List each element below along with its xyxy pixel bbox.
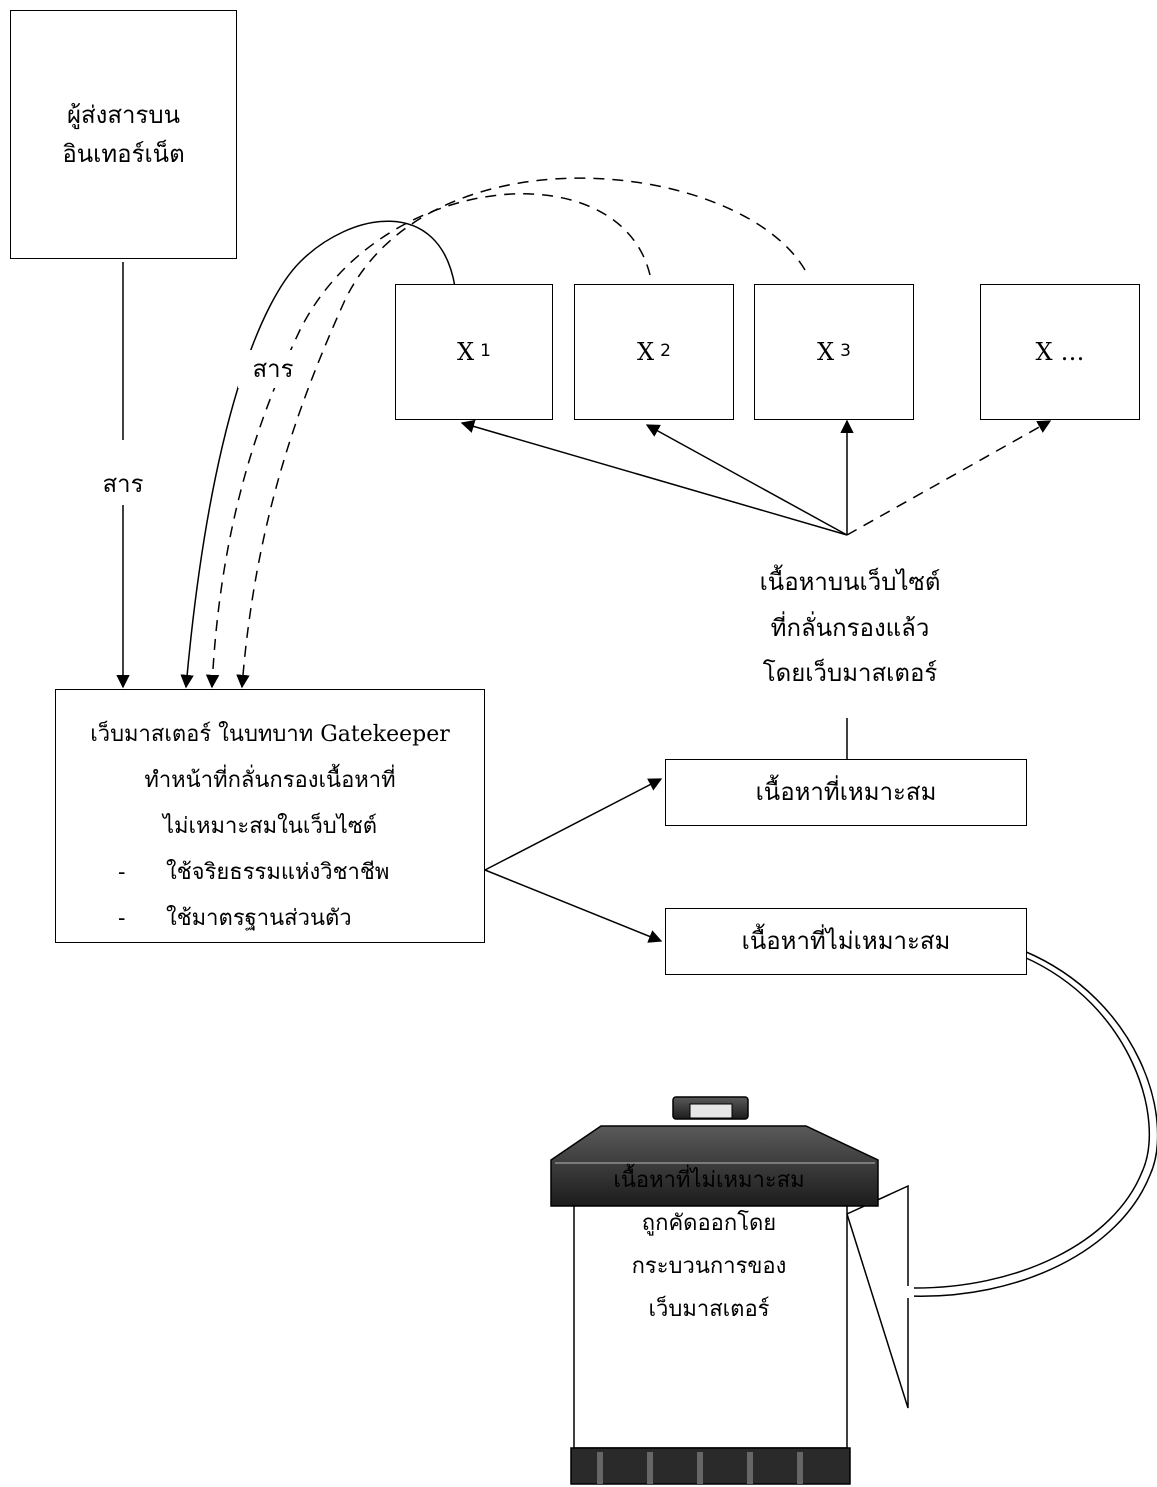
appropriate-content-box: เนื้อหาที่เหมาะสม (665, 759, 1027, 826)
gatekeeper-line-1-text: เว็บมาสเตอร์ ในบทบาท Gatekeeper (90, 722, 450, 747)
gatekeeper-line-3: ไม่เหมาะสมในเว็บไซต์ (162, 814, 378, 839)
x-box-n: X… (980, 284, 1140, 420)
sender-box: ผู้ส่งสารบน อินเทอร์เน็ต (10, 10, 237, 259)
gatekeeper-to-inappropriate-arrow (484, 869, 663, 943)
bin-line-2: ถูกคัดออกโดย (641, 1210, 777, 1236)
x-box-n-letter: X (1035, 337, 1053, 366)
bin-line-3: กระบวนการของ (631, 1253, 787, 1279)
gatekeeper-bullet-2-dash: - (118, 906, 126, 931)
message-label-arc: สาร (238, 350, 308, 389)
gatekeeper-bullet-1-dash: - (118, 860, 126, 885)
gatekeeper-to-appropriate-arrow (484, 778, 663, 871)
inappropriate-content-label: เนื้อหาที่ไม่เหมาะสม (741, 927, 951, 956)
feedback-arc-x3 (236, 177, 806, 689)
x-box-1-letter: X (457, 337, 475, 366)
bin-line-4: เว็บมาสเตอร์ (648, 1296, 770, 1322)
gatekeeper-body: เว็บมาสเตอร์ ในบทบาท Gatekeeper ทำหน้าที… (55, 689, 485, 943)
x-box-2-letter: X (637, 337, 655, 366)
sender-line-1: ผู้ส่งสารบน (66, 101, 181, 130)
filtered-line-3: โดยเว็บมาสเตอร์ (762, 659, 938, 688)
feedback-arc-x2 (205, 193, 651, 689)
appropriate-content-label: เนื้อหาที่เหมาะสม (755, 778, 937, 807)
filtered-content-label: เนื้อหาบนเว็บไซต์ ที่กลั่นกรองแล้ว โดยเว… (700, 560, 1000, 697)
x-box-3-index: 3 (840, 341, 851, 362)
filtered-to-xn-arrow (846, 420, 1052, 536)
bin-label: เนื้อหาที่ไม่เหมาะสม ถูกคัดออกโดย กระบวน… (574, 1160, 844, 1332)
gatekeeper-bullet-1: - ใช้จริยธรรมแห่งวิชาชีพ (56, 850, 484, 896)
bin-line-1: เนื้อหาที่ไม่เหมาะสม (613, 1168, 805, 1193)
filtered-line-1: เนื้อหาบนเว็บไซต์ (759, 568, 941, 596)
x-box-2-index: 2 (660, 341, 671, 362)
x-box-3-letter: X (817, 337, 835, 366)
inappropriate-to-bin-curve-inner (907, 956, 1150, 1289)
x-box-1-index: 1 (480, 341, 491, 362)
message-label-left: สาร (102, 470, 144, 498)
sender-line-2: อินเทอร์เน็ต (62, 139, 185, 168)
gatekeeper-line-2: ทำหน้าที่กลั่นกรองเนื้อหาที่ (144, 768, 396, 793)
bin-big-arrowhead (846, 1184, 909, 1409)
x-box-n-index: … (1060, 337, 1085, 366)
gatekeeper-bullet-1-text: ใช้จริยธรรมแห่งวิชาชีพ (166, 860, 390, 885)
feedback-arc-x1 (180, 220, 456, 689)
gatekeeper-bullet-2: - ใช้มาตรฐานส่วนตัว (56, 896, 484, 942)
inappropriate-content-box: เนื้อหาที่ไม่เหมาะสม (665, 908, 1027, 975)
inappropriate-to-bin-curve-outer (907, 950, 1157, 1297)
gatekeeper-bullet-2-text: ใช้มาตรฐานส่วนตัว (166, 906, 352, 931)
filtered-line-2: ที่กลั่นกรองแล้ว (770, 613, 930, 642)
filtered-to-x1-arrow (460, 419, 848, 536)
filtered-to-x2-arrow (645, 424, 848, 536)
trash-bin-icon (550, 1096, 879, 1485)
